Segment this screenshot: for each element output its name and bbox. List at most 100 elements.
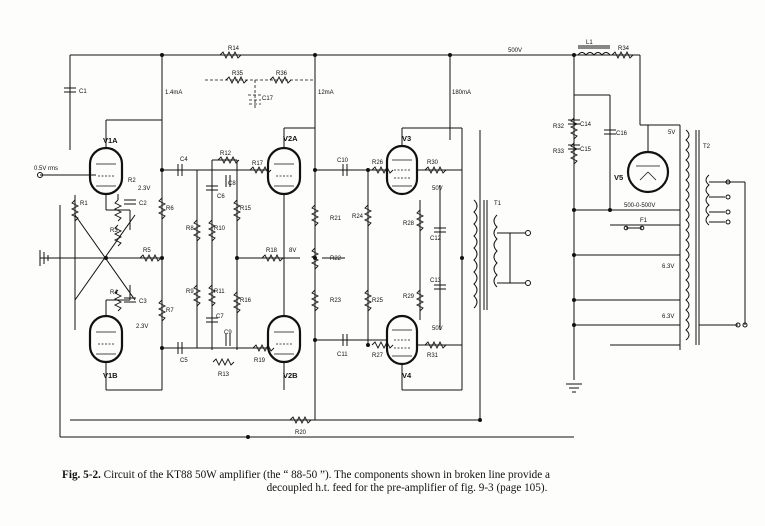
label-r18: R18 [266, 248, 278, 254]
label-v5: V5 [614, 173, 623, 182]
tube-v4 [385, 314, 419, 366]
output-stage-wiring [367, 127, 463, 391]
label-r4: R4 [110, 290, 118, 296]
label-r3: R3 [110, 228, 118, 234]
label-f1: F1 [640, 218, 648, 224]
label-input-voltage: 0.5V rms [34, 166, 58, 172]
preamp-feed-dashed [205, 79, 315, 110]
label-2-3v-bottom: 2.3V [136, 324, 148, 330]
tube-v1a [88, 146, 124, 196]
label-v1b: V1B [103, 371, 118, 380]
label-r31: R31 [427, 353, 439, 359]
label-6-3v-b: 6.3V [662, 314, 674, 320]
label-c4: C4 [180, 157, 188, 163]
figure-caption: Fig. 5-2. Circuit of the KT88 50W amplif… [62, 469, 752, 495]
label-r6: R6 [166, 206, 174, 212]
capacitors [64, 87, 616, 354]
label-c6: C6 [217, 194, 225, 200]
label-c17: C17 [262, 96, 274, 102]
resistors [70, 50, 634, 425]
labels: 0.5V rms V1A V1B V2A V2B V3 V4 V5 R1 R2 … [34, 40, 711, 436]
label-c2: C2 [139, 201, 147, 207]
label-r30: R30 [427, 160, 439, 166]
output-transformer-t1 [473, 199, 531, 310]
label-6-3v-a: 6.3V [662, 264, 674, 270]
label-r27: R27 [372, 353, 384, 359]
label-r22: R22 [330, 256, 342, 262]
label-r28: R28 [403, 221, 415, 227]
label-c9: C9 [224, 330, 232, 336]
label-ht-500v: 500V [508, 48, 522, 54]
label-c12: C12 [430, 236, 442, 242]
label-r2: R2 [128, 178, 136, 184]
label-50v-top: 50V [432, 186, 443, 192]
label-c5: C5 [180, 358, 188, 364]
label-c7: C7 [216, 314, 224, 320]
power-supply-wiring [574, 94, 681, 350]
tube-v2a [266, 146, 302, 196]
label-r23: R23 [330, 298, 342, 304]
label-r33: R33 [553, 149, 565, 155]
label-50v-bottom: 50V [432, 326, 443, 332]
label-l1: L1 [586, 40, 593, 46]
label-r35: R35 [232, 71, 244, 77]
fuse-f1 [623, 225, 645, 231]
label-c13: C13 [430, 278, 442, 284]
label-5v: 5V [668, 130, 675, 136]
tube-v2b [266, 314, 302, 364]
label-r20: R20 [295, 430, 307, 436]
label-c15: C15 [580, 147, 592, 153]
label-c1: C1 [79, 89, 87, 95]
figure-number: Fig. 5-2. [62, 469, 101, 481]
label-v1a: V1A [103, 136, 118, 145]
label-t2: T2 [703, 144, 711, 150]
label-2-3v-top: 2.3V [138, 186, 150, 192]
label-r11: R11 [214, 289, 225, 295]
tube-v1b [88, 314, 124, 364]
label-r7: R7 [166, 308, 174, 314]
label-r16: R16 [240, 298, 252, 304]
junction-dots [104, 53, 612, 439]
stage2-wiring [161, 120, 387, 420]
label-r24: R24 [352, 214, 364, 220]
label-r5: R5 [143, 248, 151, 254]
label-r25: R25 [372, 298, 384, 304]
label-r10: R10 [214, 226, 226, 232]
label-r12: R12 [220, 151, 232, 157]
label-8v: 8V [289, 248, 296, 254]
label-r15: R15 [240, 206, 252, 212]
label-t1: T1 [494, 201, 502, 207]
label-r34: R34 [618, 46, 630, 52]
label-current-12ma: 12mA [318, 90, 334, 96]
label-r26: R26 [372, 160, 384, 166]
label-c11: C11 [337, 352, 348, 358]
label-r17: R17 [252, 161, 264, 167]
stage1-wiring [40, 119, 162, 391]
label-mains-500-0-500v: 500-0-500V [624, 203, 655, 209]
label-r13: R13 [218, 372, 230, 378]
choke-l1 [577, 45, 611, 56]
ground-symbol [39, 250, 582, 393]
tube-v5 [626, 150, 670, 194]
label-c10: C10 [337, 158, 349, 164]
label-r9: R9 [186, 289, 194, 295]
label-v4: V4 [402, 371, 412, 380]
label-c3: C3 [139, 299, 147, 305]
caption-line-2: decoupled h.t. feed for the pre-amplifie… [266, 482, 548, 494]
label-c16: C16 [616, 131, 628, 137]
label-v2a: V2A [283, 134, 298, 143]
label-c8: C8 [228, 181, 236, 187]
label-v3: V3 [402, 134, 411, 143]
caption-line-1: Circuit of the KT88 50W amplifier (the “… [103, 469, 550, 481]
label-r8: R8 [186, 226, 194, 232]
label-current-180ma: 180mA [452, 90, 471, 96]
ground-rail [40, 130, 574, 438]
input-terminal [37, 172, 43, 178]
mains-transformer-t2 [685, 129, 748, 345]
label-r36: R36 [276, 71, 288, 77]
label-r19: R19 [254, 358, 266, 364]
label-c14: C14 [580, 122, 592, 128]
label-r32: R32 [553, 124, 565, 130]
